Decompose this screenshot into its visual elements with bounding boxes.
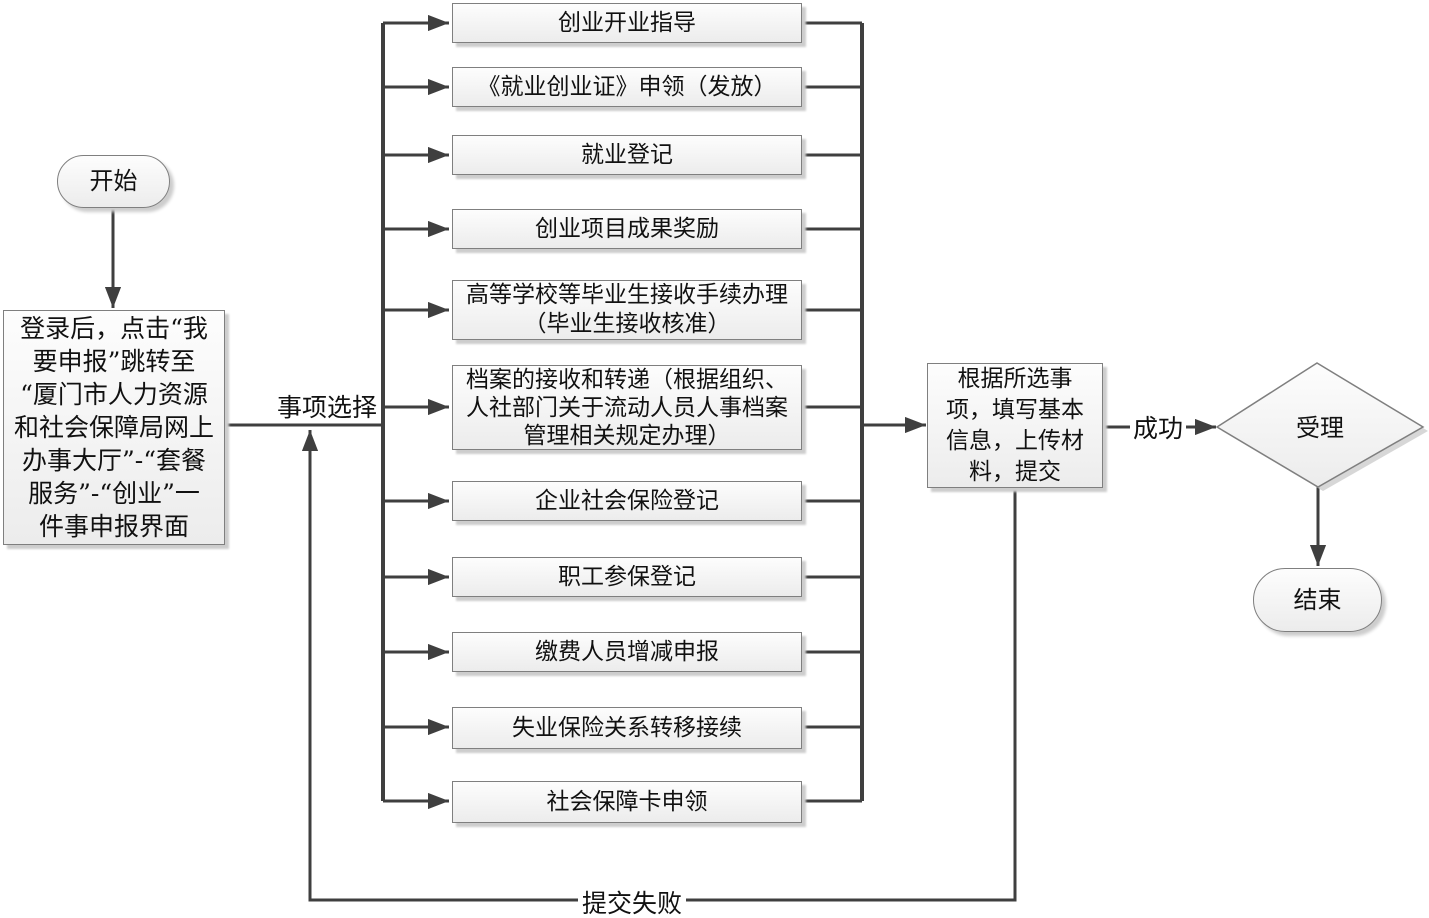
- submit-step-label: 根据所选事 项，填写基本 信息，上传材 料，提交: [946, 365, 1084, 485]
- task-label: 档案的接收和转递（根据组织、 人社部门关于流动人员人事档案 管理相关规定办理）: [466, 366, 788, 449]
- task-label: 职工参保登记: [558, 563, 696, 590]
- edge-label-select: 事项选择: [276, 393, 377, 422]
- task-label: 创业项目成果奖励: [535, 215, 719, 242]
- task-box-startup-guidance: 创业开业指导: [452, 3, 802, 43]
- start-label: 开始: [89, 167, 138, 195]
- task-box-employment-registration: 就业登记: [452, 135, 802, 175]
- task-box-unemployment-insurance-transfer: 失业保险关系转移接续: [452, 707, 802, 749]
- task-label: 创业开业指导: [558, 9, 696, 36]
- edge-label-fail: 提交失败: [578, 886, 686, 918]
- task-box-archive-transfer: 档案的接收和转递（根据组织、 人社部门关于流动人员人事档案 管理相关规定办理）: [452, 365, 802, 450]
- end-label: 结束: [1293, 585, 1342, 614]
- task-box-social-security-card: 社会保障卡申领: [452, 781, 802, 823]
- task-label: 企业社会保险登记: [535, 487, 719, 514]
- edge-label-success: 成功: [1130, 412, 1186, 443]
- accept-diamond: [1215, 362, 1425, 488]
- task-label: 就业登记: [581, 141, 673, 168]
- task-label: 社会保障卡申领: [546, 788, 708, 815]
- task-label: 高等学校等毕业生接收手续办理 （毕业生接收核准）: [466, 282, 788, 337]
- start-node: 开始: [57, 155, 170, 208]
- submit-step-node: 根据所选事 项，填写基本 信息，上传材 料，提交: [927, 363, 1103, 488]
- task-box-graduate-reception: 高等学校等毕业生接收手续办理 （毕业生接收核准）: [452, 280, 802, 340]
- task-label: 失业保险关系转移接续: [512, 714, 742, 741]
- login-step-node: 登录后，点击“我 要申报”跳转至 “厦门市人力资源 和社会保障局网上 办事大厅”…: [3, 310, 225, 545]
- task-label: 缴费人员增减申报: [535, 638, 719, 665]
- task-box-employee-insurance-registration: 职工参保登记: [452, 557, 802, 597]
- task-box-enterprise-social-insurance: 企业社会保险登记: [452, 481, 802, 521]
- task-label: 《就业创业证》申领（发放）: [477, 73, 777, 100]
- task-box-startup-award: 创业项目成果奖励: [452, 209, 802, 249]
- end-node: 结束: [1253, 568, 1382, 632]
- login-step-label: 登录后，点击“我 要申报”跳转至 “厦门市人力资源 和社会保障局网上 办事大厅”…: [13, 314, 214, 541]
- task-box-employment-cert: 《就业创业证》申领（发放）: [452, 67, 802, 107]
- task-box-payer-change-declaration: 缴费人员增减申报: [452, 632, 802, 672]
- accept-label: 受理: [1296, 413, 1344, 442]
